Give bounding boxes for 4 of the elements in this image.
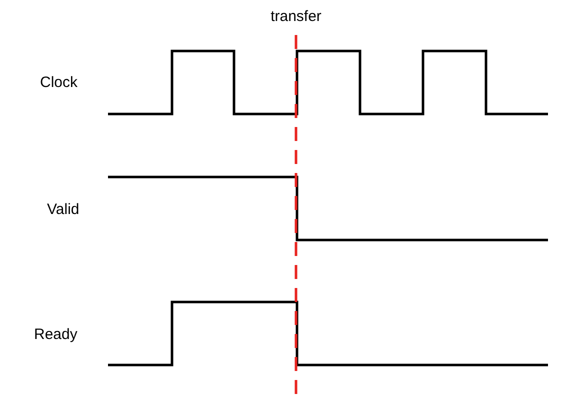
signal-label: Clock bbox=[40, 74, 78, 92]
signal-label: Valid bbox=[47, 201, 80, 219]
marker-label: transfer bbox=[270, 8, 322, 26]
signal-label: Ready bbox=[34, 326, 78, 344]
